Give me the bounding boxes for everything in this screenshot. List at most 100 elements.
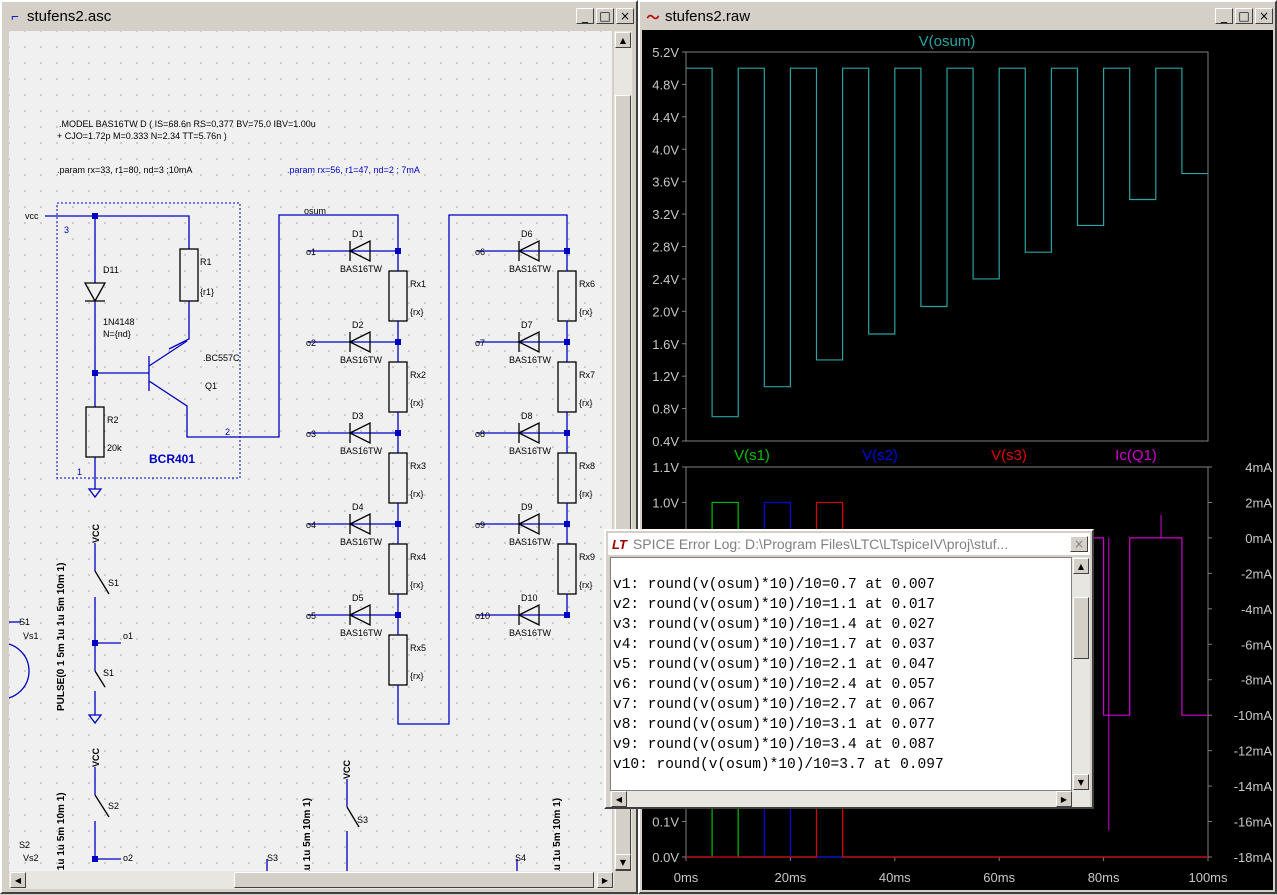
osum-y-tick-label: 4.4V bbox=[652, 110, 679, 125]
lower-left-tick-label: 0.1V bbox=[652, 815, 679, 830]
error-log-line: v4: round(v(osum)*10)/10=1.7 at 0.037 bbox=[613, 637, 935, 653]
pin-1: 1 bbox=[77, 467, 82, 477]
error-log-vscroll[interactable]: ▲ ▼ bbox=[1072, 557, 1090, 791]
error-log-close-button[interactable]: × bbox=[1070, 536, 1088, 552]
right-diode-symbol bbox=[517, 421, 540, 445]
left-diode-name: D1 bbox=[352, 229, 364, 239]
left-rx-name: Rx5 bbox=[410, 643, 426, 653]
left-resistor bbox=[388, 543, 408, 595]
s2-label: S2 bbox=[108, 801, 119, 811]
osum-y-tick-label: 5.2V bbox=[652, 45, 679, 60]
right-rx-value: {rx} bbox=[579, 580, 593, 590]
right-net-label: o6 bbox=[475, 247, 485, 257]
s4-source-label: S4 bbox=[515, 853, 526, 863]
wave-close-button[interactable]: × bbox=[1255, 8, 1273, 24]
schematic-hscroll[interactable]: ◀ ▶ bbox=[9, 871, 614, 889]
osum-label: osum bbox=[304, 206, 326, 216]
error-log-line: v10: round(v(osum)*10)/10=3.7 at 0.097 bbox=[613, 757, 944, 773]
vcc-caps-2: VCC bbox=[91, 747, 101, 767]
left-diode-symbol bbox=[348, 512, 371, 536]
x-tick-label: 0ms bbox=[674, 870, 699, 885]
error-log-line: v8: round(v(osum)*10)/10=3.1 at 0.077 bbox=[613, 717, 935, 733]
schematic-titlebar[interactable]: ⌐ stufens2.asc _ □ × bbox=[4, 4, 634, 28]
right-diode-symbol bbox=[517, 603, 540, 627]
pulse-source-4: 5m 1u 1u 5m 10m 1) bbox=[552, 798, 563, 871]
hscroll-thumb[interactable] bbox=[234, 872, 594, 888]
schematic-window[interactable]: ⌐ stufens2.asc _ □ × .MODEL BAS16TW D ( … bbox=[0, 0, 638, 894]
left-net-label: o2 bbox=[306, 338, 316, 348]
left-diode-model: BAS16TW bbox=[340, 446, 383, 456]
lower-right-tick-label: 2mA bbox=[1245, 495, 1272, 510]
lower-right-tick-label: -14mA bbox=[1234, 779, 1273, 794]
left-diode-symbol bbox=[348, 603, 371, 627]
schematic-canvas[interactable]: .MODEL BAS16TW D ( IS=68.6n RS=0.377 BV=… bbox=[9, 31, 612, 871]
osum-y-tick-label: 1.2V bbox=[652, 369, 679, 384]
osum-y-tick-label: 4.8V bbox=[652, 77, 679, 92]
osum-y-tick-label: 4.0V bbox=[652, 142, 679, 157]
osum-y-tick-label: 2.8V bbox=[652, 240, 679, 255]
right-net-label: o9 bbox=[475, 520, 485, 530]
scroll-down-icon[interactable]: ▼ bbox=[615, 854, 631, 870]
right-diode-model: BAS16TW bbox=[509, 355, 552, 365]
left-diode-symbol bbox=[348, 239, 371, 263]
right-diode-model: BAS16TW bbox=[509, 264, 552, 274]
maximize-button[interactable]: □ bbox=[596, 8, 614, 24]
left-rx-name: Rx4 bbox=[410, 552, 426, 562]
right-rx-name: Rx8 bbox=[579, 461, 595, 471]
s1b-label: S1 bbox=[103, 668, 114, 678]
q1-label: Q1 bbox=[205, 381, 217, 391]
pulse-source-2: 15m 1u 1u 5m 10m 1) bbox=[56, 792, 67, 871]
right-junction bbox=[564, 612, 570, 618]
right-resistor bbox=[557, 361, 577, 413]
param-directive-2: .param rx=56, r1=47, nd=2 ; 7mA bbox=[287, 165, 420, 175]
left-rx-value: {rx} bbox=[410, 580, 424, 590]
s1-source-label: S1 bbox=[19, 617, 30, 627]
d11-model: 1N4148 bbox=[103, 317, 135, 327]
left-net-label: o5 bbox=[306, 611, 316, 621]
waveform-titlebar[interactable]: 〜 stufens2.raw _ □ × bbox=[642, 4, 1273, 28]
lower-left-tick-label: 1.1V bbox=[652, 460, 679, 475]
vs2-label: Vs2 bbox=[23, 853, 39, 863]
osum-link-wire bbox=[397, 214, 568, 725]
error-log-titlebar[interactable]: LT SPICE Error Log: D:\Program Files\LTC… bbox=[608, 533, 1090, 555]
log-scroll-up-icon[interactable]: ▲ bbox=[1073, 558, 1089, 574]
r1-label: R1 bbox=[200, 257, 212, 267]
lower-right-tick-label: 4mA bbox=[1245, 460, 1272, 475]
left-rx-value: {rx} bbox=[410, 489, 424, 499]
scroll-up-icon[interactable]: ▲ bbox=[615, 32, 631, 48]
lower-right-tick-label: -12mA bbox=[1234, 744, 1273, 759]
legend-vs3: V(s3) bbox=[991, 447, 1027, 464]
osum-y-tick-label: 2.4V bbox=[652, 272, 679, 287]
error-log-window[interactable]: LT SPICE Error Log: D:\Program Files\LTC… bbox=[604, 529, 1094, 809]
log-scroll-right-icon[interactable]: ▶ bbox=[1056, 791, 1072, 807]
right-net-label: o10 bbox=[475, 611, 490, 621]
right-diode-name: D8 bbox=[521, 411, 533, 421]
minimize-button[interactable]: _ bbox=[576, 8, 594, 24]
right-diode-name: D10 bbox=[521, 593, 538, 603]
close-button[interactable]: × bbox=[616, 8, 634, 24]
o2-net: o2 bbox=[123, 853, 133, 863]
x-tick-label: 100ms bbox=[1188, 870, 1228, 885]
right-diode-model: BAS16TW bbox=[509, 446, 552, 456]
osum-y-tick-label: 3.2V bbox=[652, 207, 679, 222]
log-scroll-left-icon[interactable]: ◀ bbox=[611, 791, 627, 807]
error-log-hscroll[interactable]: ◀ ▶ bbox=[610, 791, 1090, 807]
scroll-left-icon[interactable]: ◀ bbox=[10, 872, 26, 888]
wave-minimize-button[interactable]: _ bbox=[1215, 8, 1233, 24]
pin-2: 2 bbox=[225, 427, 230, 437]
log-vscroll-thumb[interactable] bbox=[1073, 597, 1089, 659]
waveform-chart[interactable]: 5.2V4.8V4.4V4.0V3.6V3.2V2.8V2.4V2.0V1.6V… bbox=[642, 30, 1273, 890]
pulse-source-1: PULSE(0 1 5m 1u 1u 5m 10m 1) bbox=[56, 563, 67, 711]
error-log-line: v1: round(v(osum)*10)/10=0.7 at 0.007 bbox=[613, 577, 935, 593]
osum-y-tick-label: 0.8V bbox=[652, 402, 679, 417]
s3-label: S3 bbox=[357, 815, 368, 825]
wave-maximize-button[interactable]: □ bbox=[1235, 8, 1253, 24]
q1-model: .BC557C bbox=[203, 353, 240, 363]
osum-y-tick-label: 0.4V bbox=[652, 434, 679, 449]
log-scroll-down-icon[interactable]: ▼ bbox=[1073, 774, 1089, 790]
scroll-right-icon[interactable]: ▶ bbox=[597, 872, 613, 888]
left-diode-name: D3 bbox=[352, 411, 364, 421]
left-resistor bbox=[388, 634, 408, 686]
left-diode-symbol bbox=[348, 421, 371, 445]
